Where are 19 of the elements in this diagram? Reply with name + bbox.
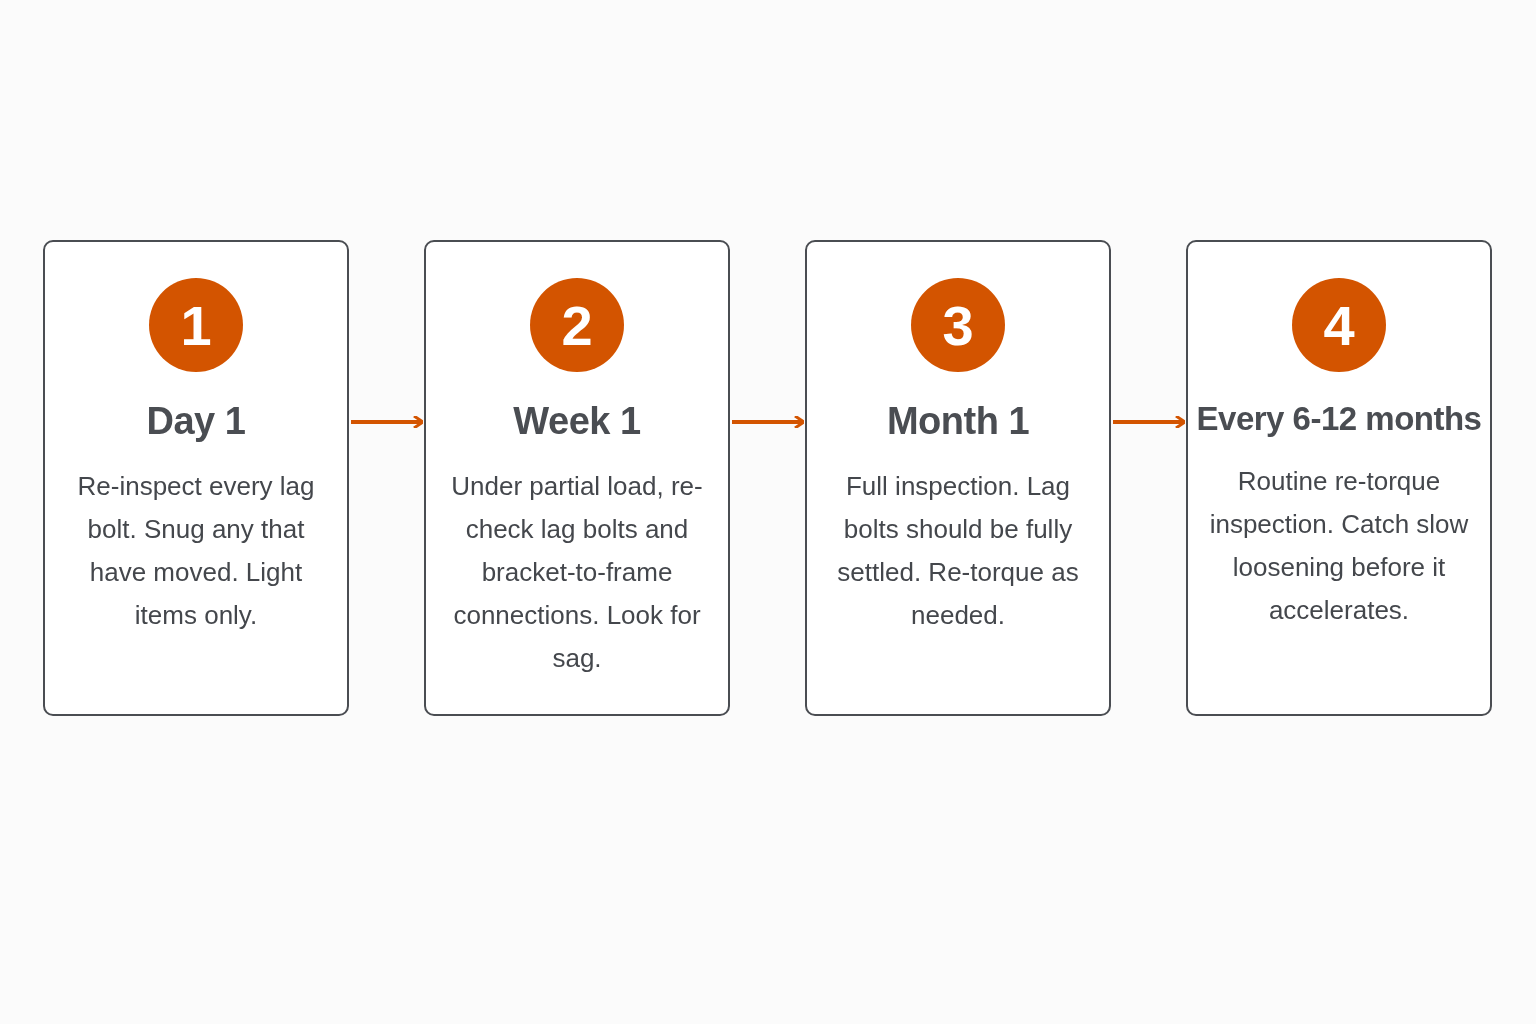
step-heading: Month 1: [886, 400, 1030, 443]
step-heading: Day 1: [146, 400, 246, 443]
step-number-badge: 3: [911, 278, 1005, 372]
arrow: [351, 414, 425, 430]
step-description: Full inspection. Lag bolts should be fully settled. Re-torque as needed.: [836, 470, 1080, 632]
step-heading: Every 6-12 months: [1196, 400, 1482, 438]
step-card: [43, 240, 349, 716]
step-heading: Week 1: [513, 400, 641, 443]
step-description: Re-inspect every lag bolt. Snug any that have moved. Light items only.: [76, 470, 316, 632]
step-description: Routine re-torque inspection. Catch slow loosening before it accelerates.: [1208, 465, 1470, 627]
step-description: Under partial load, re-check lag bolts and bracket-to-frame connections. Look for sag.: [450, 470, 704, 675]
step-number-badge: 4: [1292, 278, 1386, 372]
step-number-badge: 2: [530, 278, 624, 372]
arrow: [1113, 414, 1187, 430]
step-card: [424, 240, 730, 716]
arrow: [732, 414, 806, 430]
step-card: [1186, 240, 1492, 716]
step-card: [805, 240, 1111, 716]
step-number-badge: 1: [149, 278, 243, 372]
